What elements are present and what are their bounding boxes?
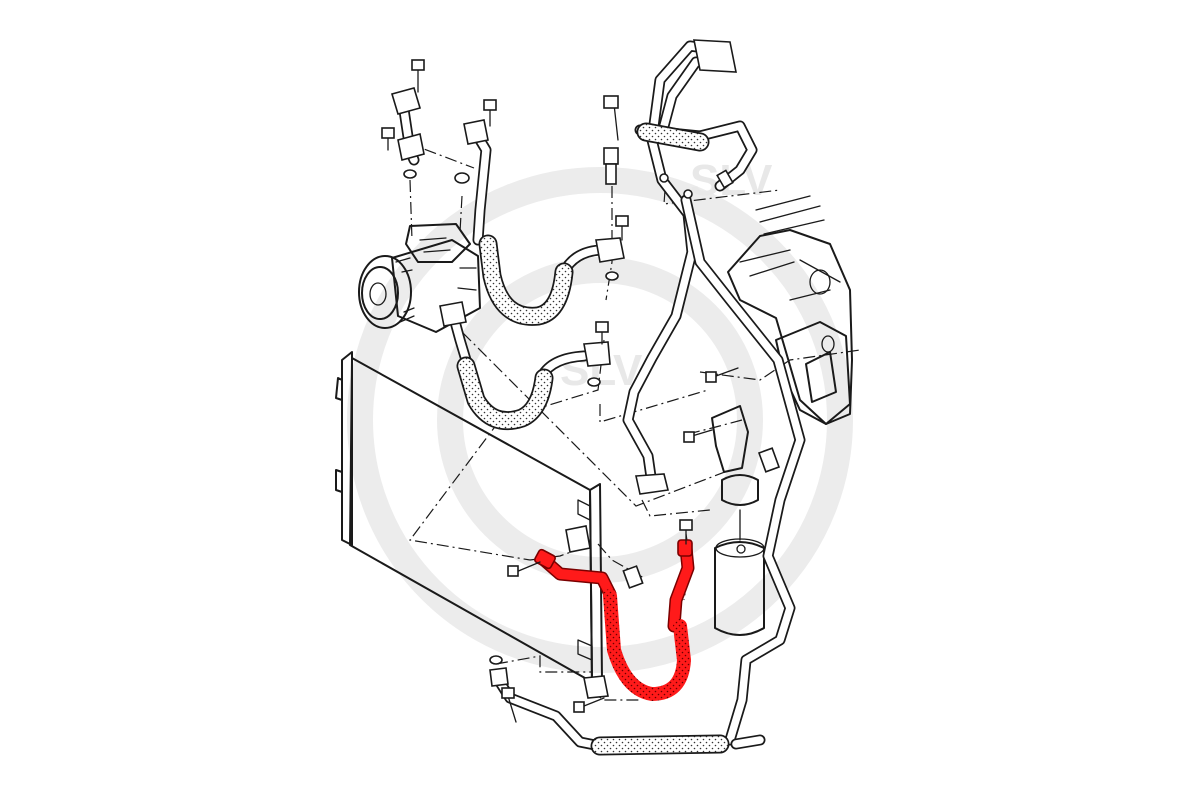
receiver-dryer bbox=[711, 405, 765, 636]
bolt-6 bbox=[679, 519, 693, 545]
service-valve-small bbox=[716, 169, 734, 189]
bolt-2 bbox=[483, 99, 497, 127]
highlighted-line-flange-left bbox=[534, 548, 556, 570]
bolt-8 bbox=[573, 697, 605, 713]
bolt-12 bbox=[603, 95, 619, 141]
bolt-3 bbox=[381, 127, 395, 151]
service-valve bbox=[757, 447, 781, 473]
highlighted-refrigerant-line[interactable] bbox=[534, 539, 695, 701]
bolt-7 bbox=[507, 561, 541, 577]
bolt-9 bbox=[501, 687, 517, 723]
ac-compressor bbox=[358, 223, 481, 333]
watermark-gear-ring bbox=[347, 167, 853, 673]
rubber-hoses bbox=[456, 122, 730, 756]
bolt-5 bbox=[595, 321, 609, 345]
bolt-11 bbox=[705, 367, 739, 383]
pressure-switch-top bbox=[603, 147, 619, 165]
assembly-leader-lines bbox=[403, 141, 861, 701]
sensors bbox=[603, 147, 781, 589]
line-flanges bbox=[390, 39, 737, 699]
o-rings bbox=[403, 169, 693, 665]
bolt-4 bbox=[615, 215, 629, 241]
bolts bbox=[381, 59, 739, 723]
highlighted-line-flange-right bbox=[677, 539, 693, 557]
bolt-1 bbox=[411, 59, 425, 93]
bolt-10 bbox=[683, 429, 713, 443]
pressure-switch-top-body bbox=[605, 163, 617, 185]
pressure-switch-bottom bbox=[622, 565, 644, 589]
